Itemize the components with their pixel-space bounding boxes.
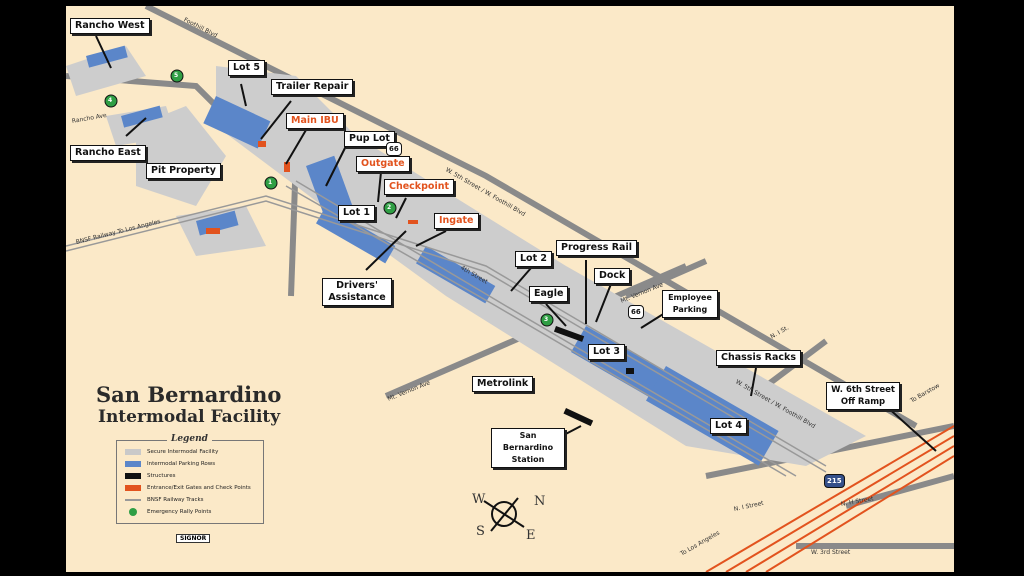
compass-n: N [534,494,546,509]
title-line1: San Bernardino [96,382,282,407]
label-w6th-off-ramp: W. 6th Street Off Ramp [826,382,900,410]
label-lot1: Lot 1 [338,205,376,221]
signor-logo: SIGNOR [176,534,211,543]
legend-swatch-gates [125,485,141,491]
legend-row-rally: Emergency Rally Points [125,508,211,516]
label-outgate: Outgate [356,156,410,172]
label-lot5: Lot 5 [228,60,266,76]
legend-label-secure: Secure Intermodal Facility [147,449,219,455]
legend-swatch-tracks [125,499,141,501]
label-rancho-west: Rancho West [70,18,150,34]
legend-label-gates: Entrance/Exit Gates and Check Points [147,485,251,491]
label-trailer-repair: Trailer Repair [271,79,354,95]
label-pup-lot: Pup Lot [344,131,395,147]
compass-s: S [476,524,485,539]
title-line2: Intermodal Facility [98,407,281,427]
map-title: San Bernardino Intermodal Facility [96,384,281,428]
legend-row-parking: Intermodal Parking Rows [125,461,215,467]
label-rancho-east: Rancho East [70,145,146,161]
label-drivers-assistance: Drivers' Assistance [322,278,392,306]
label-sb-station: San Bernardino Station [491,428,565,468]
legend-row-structures: Structures [125,473,175,479]
rally-points [104,69,554,327]
south-lot-area [176,206,266,256]
compass-w: W [472,492,486,507]
rally-point-5-number: 5 [174,72,179,79]
label-employee-parking: Employee Parking [662,290,718,318]
label-lot2: Lot 2 [515,251,553,267]
legend-swatch-rally [129,508,137,516]
legend-swatch-parking [125,461,141,467]
highway-215-shield: 215 [824,474,845,488]
highway-66-shield-2: 66 [628,305,644,319]
legend: Legend Secure Intermodal Facility Interm… [116,434,264,524]
label-metrolink: Metrolink [472,376,534,392]
legend-label-parking: Intermodal Parking Rows [147,461,216,467]
rally-point-3-number: 3 [544,316,549,323]
compass-e: E [526,528,536,543]
label-chassis-racks: Chassis Racks [716,350,802,366]
rally-point-4-number: 4 [108,97,113,104]
rally-point-1-number: 1 [268,179,273,186]
parking-rows [86,45,779,466]
legend-row-secure: Secure Intermodal Facility [125,449,218,455]
label-main-ibu: Main IBU [286,113,344,129]
legend-row-gates: Entrance/Exit Gates and Check Points [125,485,251,491]
label-checkpoint: Checkpoint [384,179,455,195]
label-progress-rail: Progress Rail [556,240,637,256]
rancho-west-area [66,46,146,96]
legend-label-structures: Structures [147,473,176,479]
legend-swatch-structures [125,473,141,479]
street-w3rd: W. 3rd Street [811,549,851,556]
rally-point-2-number: 2 [387,204,392,211]
label-pit-property: Pit Property [146,163,221,179]
highway-66-shield: 66 [386,142,402,156]
label-dock: Dock [594,268,631,284]
freeway-215 [705,425,954,572]
road-mt-vernon-n [624,258,708,299]
map-frame: Foothill Blvd Rancho Ave BNSF Railway To… [66,6,954,572]
structures [553,326,634,427]
leader-lines [95,35,937,452]
compass [483,497,525,532]
legend-heading: Legend [167,434,212,444]
legend-swatch-secure [125,449,141,455]
label-ingate: Ingate [434,213,479,229]
label-lot3: Lot 3 [588,344,626,360]
label-eagle: Eagle [529,286,569,302]
legend-row-tracks: BNSF Railway Tracks [125,497,204,503]
railway-tracks [66,180,827,477]
legend-label-rally: Emergency Rally Points [147,509,212,515]
legend-label-tracks: BNSF Railway Tracks [147,497,204,503]
label-lot4: Lot 4 [710,418,748,434]
